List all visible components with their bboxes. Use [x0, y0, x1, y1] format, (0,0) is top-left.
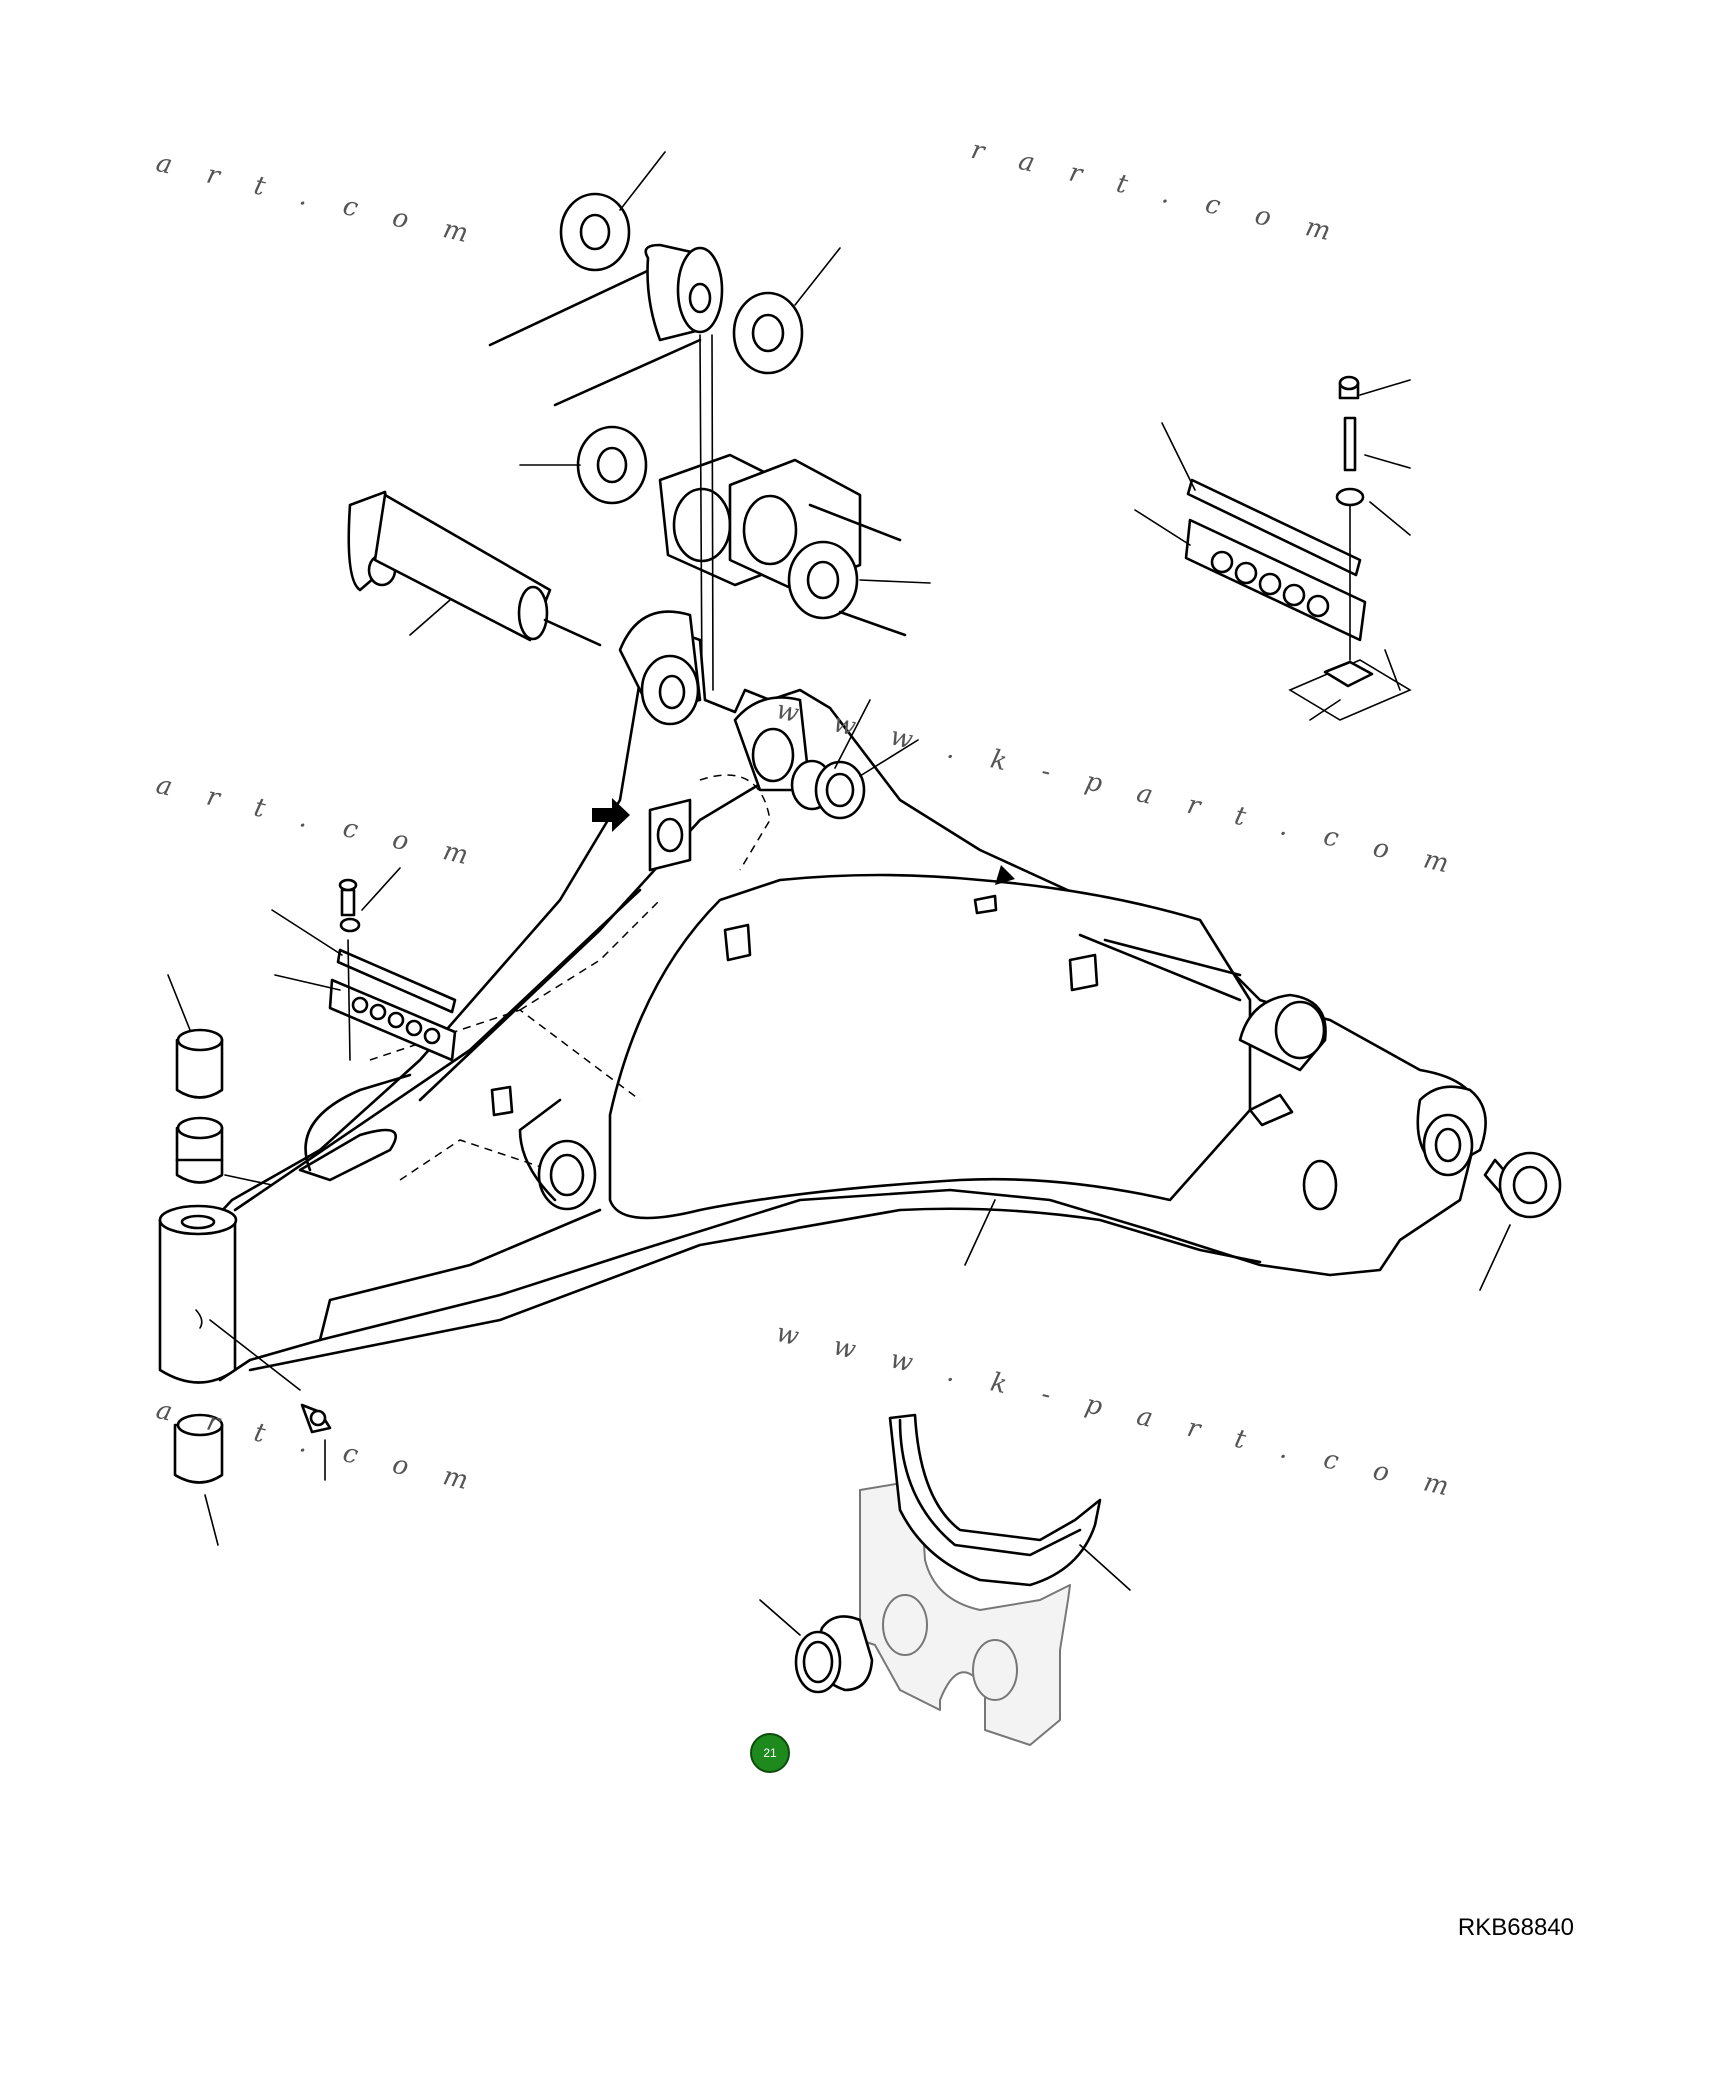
nose-bushing	[1483, 1151, 1562, 1219]
guard-bracket-detail	[794, 1413, 1102, 1746]
direction-arrow-right	[995, 858, 1022, 885]
boom-foot-pin	[347, 490, 602, 647]
clamp-plate-detail	[1184, 375, 1412, 721]
clamp-plate-left	[328, 878, 457, 1062]
direction-arrow-left	[592, 798, 630, 832]
boom-body	[216, 610, 1487, 1382]
grease-nipple	[300, 1403, 332, 1434]
swing-pivot-bushings	[158, 1028, 301, 1484]
catalog-number: RKB68840	[1457, 1914, 1574, 1941]
leader-lines	[167, 151, 1511, 1636]
callout-marker-21[interactable]: 21	[750, 1733, 790, 1773]
boom-cylinder-pin-assembly	[488, 192, 907, 691]
